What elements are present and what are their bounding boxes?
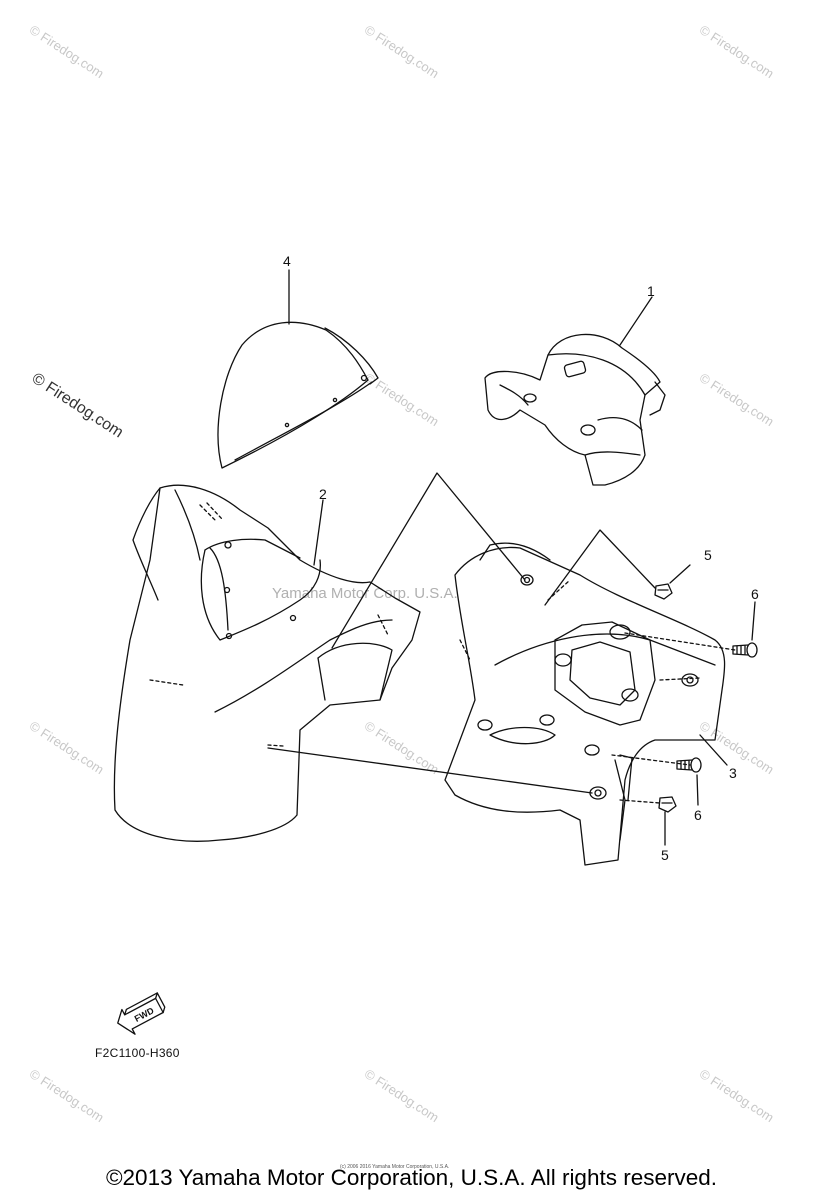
callout-6-lower: 6 <box>694 807 702 823</box>
fasteners <box>654 583 758 813</box>
callout-5-upper: 5 <box>704 547 712 563</box>
callout-4: 4 <box>283 253 291 269</box>
screw-5b <box>658 796 677 813</box>
part-4-visor <box>217 269 379 469</box>
callout-3: 3 <box>729 765 737 781</box>
bolt-6b <box>676 757 702 773</box>
screw-5a <box>654 583 673 600</box>
fwd-arrow-icon: FWD <box>117 992 166 1035</box>
part-1-handle-cover <box>484 296 666 486</box>
leader-lines <box>267 472 756 846</box>
callout-5-lower: 5 <box>661 847 669 863</box>
tiny-credit: (c) 2006 2016 Yamaha Motor Corporation, … <box>340 1164 450 1170</box>
part-3-inner-panel <box>444 542 728 866</box>
callout-1: 1 <box>647 283 655 299</box>
bolt-6a <box>732 642 758 658</box>
callout-6-upper: 6 <box>751 586 759 602</box>
part-2-front-cover <box>113 484 421 842</box>
diagram-code: F2C1100-H360 <box>95 1046 180 1060</box>
copyright-footer: ©2013 Yamaha Motor Corporation, U.S.A. A… <box>105 1165 718 1190</box>
callout-2: 2 <box>319 486 327 502</box>
